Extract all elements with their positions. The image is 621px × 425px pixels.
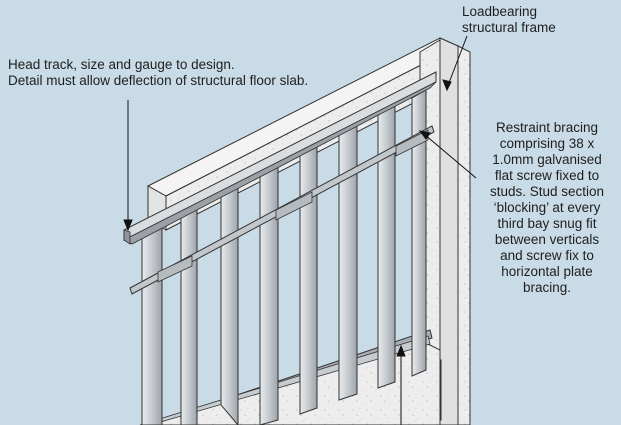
label-head-track: Head track, size and gauge to design. De… xyxy=(8,57,309,88)
restraint-bracing xyxy=(129,125,435,295)
head-track xyxy=(123,71,437,245)
label-restraint-bracing: Restraint bracing comprising 38 x 1.0mm … xyxy=(489,120,605,295)
label-loadbearing-frame: Loadbearing structural frame xyxy=(462,4,556,35)
leader-lines xyxy=(123,35,477,425)
leader-restraint-bracing xyxy=(423,133,477,179)
leader-loadbearing-frame xyxy=(446,35,468,89)
